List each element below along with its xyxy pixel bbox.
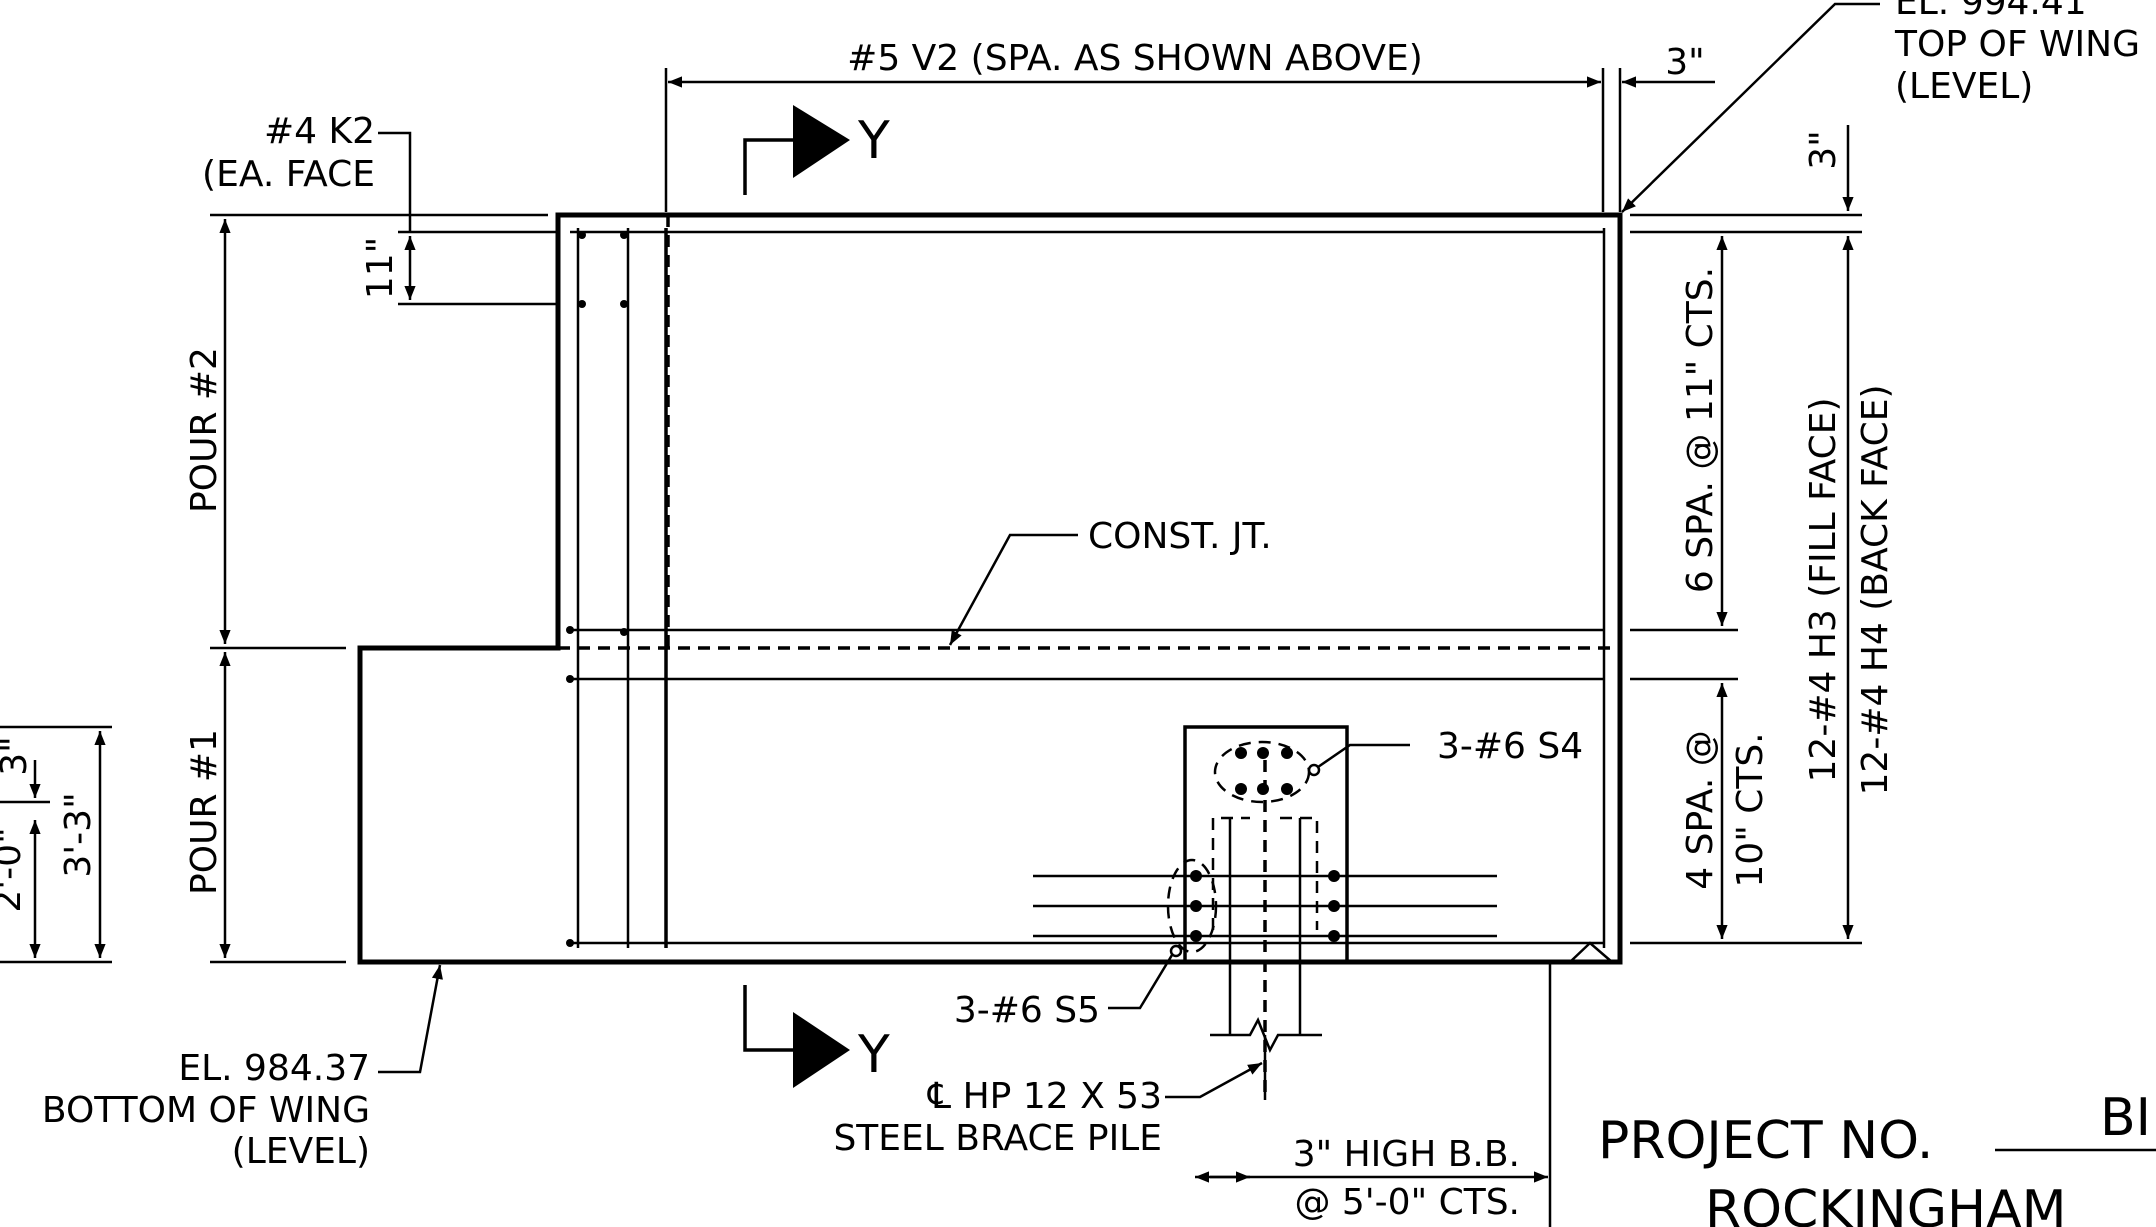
wall-outline	[357, 212, 1623, 965]
project-no-label: PROJECT NO.	[1598, 1111, 1933, 1171]
s4-bar-dots	[1235, 747, 1293, 795]
rebar-dots-left	[566, 231, 628, 947]
h4-label: 12-#4 H4 (BACK FACE)	[1855, 385, 1896, 796]
s4-label: 3-#6 S4	[1437, 726, 1583, 767]
pile-label-line2: STEEL BRACE PILE	[833, 1118, 1162, 1159]
k2-label-line2: (EA. FACE	[202, 154, 375, 195]
bb-label-line1: 3" HIGH B.B.	[1293, 1134, 1520, 1175]
const-jt-leader	[948, 533, 1078, 646]
county-label: ROCKINGHAM	[1705, 1180, 2067, 1227]
project-no-value: BI	[2100, 1088, 2151, 1148]
s5-leader	[1108, 954, 1174, 1010]
spa4-label-line1: 4 SPA. @	[1680, 730, 1721, 890]
el-bot-line3: (LEVEL)	[232, 1131, 370, 1172]
pour1-label: POUR #1	[184, 729, 225, 895]
section-arrow-bottom	[793, 1012, 850, 1088]
el-bot-leader	[378, 964, 443, 1074]
cover-top-label: 3"	[1665, 42, 1704, 83]
el-bot-line1: EL. 984.37	[178, 1048, 370, 1089]
el-top-line3: (LEVEL)	[1895, 66, 2033, 107]
v2-bar-label: #5 V2 (SPA. AS SHOWN ABOVE)	[847, 38, 1423, 79]
el-bot-line2: BOTTOM OF WING	[42, 1090, 370, 1131]
pile-label-line1: ℄ HP 12 X 53	[927, 1076, 1162, 1117]
section-cut-top	[743, 138, 800, 195]
k2-label-line1: #4 K2	[264, 111, 375, 152]
bb-chamfer-symbol	[1569, 941, 1613, 963]
s5-bar-group-ellipse	[1166, 858, 1218, 954]
const-jt-label: CONST. JT.	[1088, 516, 1272, 557]
pour2-label: POUR #2	[184, 347, 225, 513]
h3-label: 12-#4 H3 (FILL FACE)	[1803, 398, 1844, 783]
el-top-leader	[1621, 2, 1880, 213]
left-dim-a-label: 3"	[0, 736, 35, 775]
pile-dashed-outline	[1211, 816, 1319, 930]
s4-leader-dot	[1307, 763, 1321, 777]
k2-dim-label: 11"	[360, 237, 401, 299]
s5-label: 3-#6 S5	[954, 990, 1100, 1031]
spa6-label: 6 SPA. @ 11" CTS.	[1680, 267, 1721, 593]
bb-label-line2: @ 5'-0" CTS.	[1294, 1182, 1520, 1223]
left-dim-c-label: 3'-3"	[58, 792, 99, 877]
el-top-line1: EL. 994.41	[1895, 0, 2087, 23]
section-arrow-top	[793, 105, 850, 178]
section-y-bottom-label: Y	[857, 1025, 890, 1085]
s4-leader	[1317, 743, 1410, 769]
cover-right-label: 3"	[1803, 130, 1844, 169]
el-top-line2: TOP OF WING	[1894, 24, 2140, 65]
section-y-top-label: Y	[857, 111, 890, 171]
pile-leader	[1165, 1061, 1263, 1099]
k2-leader	[378, 131, 412, 232]
s5-bar-dots	[1190, 870, 1340, 942]
s5-leader-dot	[1169, 944, 1183, 958]
left-dim-b-label: 2'-0"	[0, 827, 29, 912]
section-cut-bottom	[743, 985, 800, 1052]
spa4-label-line2: 10" CTS.	[1730, 732, 1771, 887]
